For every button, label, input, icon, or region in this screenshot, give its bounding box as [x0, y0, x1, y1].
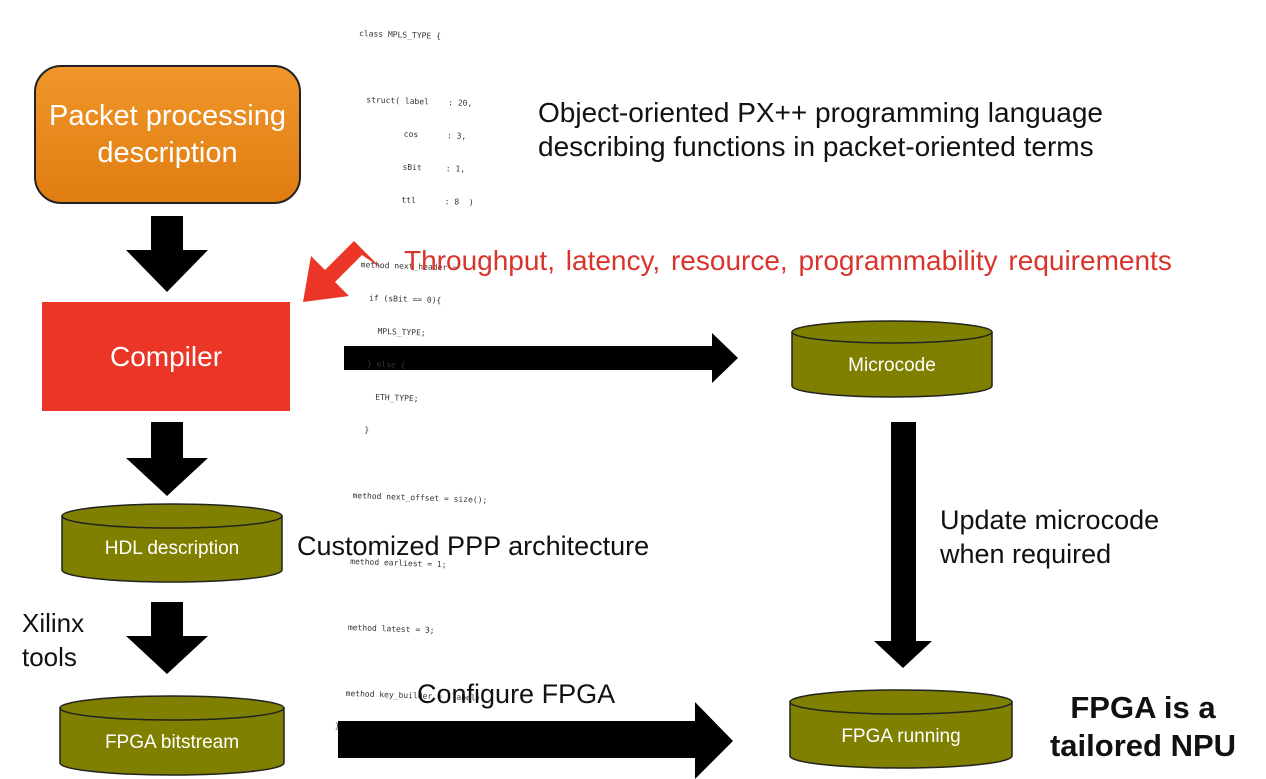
tailored-npu-caption: FPGA is a tailored NPU: [1030, 689, 1256, 765]
code-line: [339, 589, 484, 605]
xilinx-tools-line2: tools: [22, 642, 77, 672]
px-language-caption-line2: describing functions in packet-oriented …: [538, 131, 1094, 162]
hdl-description-cylinder: [61, 503, 283, 583]
compiler-label: Compiler: [109, 341, 223, 372]
requirements-arrow: [303, 241, 381, 302]
code-line: }: [334, 721, 340, 731]
fpga-bitstream-cylinder: [59, 695, 285, 776]
microcode-label: Microcode: [848, 355, 936, 376]
code-line: method next_offset = size();: [342, 490, 488, 505]
code-line: method latest = 3;: [338, 622, 435, 635]
hdl-description-label: HDL description: [104, 538, 240, 559]
code-line: if (sBit == 0){: [349, 292, 442, 306]
arrow-compiler-to-hdl: [126, 422, 208, 496]
code-line: ttl : 8 ): [353, 193, 474, 208]
code-line: [337, 655, 482, 671]
update-microcode-line2: when required: [940, 539, 1112, 569]
packet-processing-label: Packet processing description: [49, 100, 286, 169]
code-line: } else {: [347, 358, 406, 370]
arrow-configure-fpga: [338, 702, 733, 779]
code-line: MPLS_TYPE;: [348, 325, 426, 338]
customized-ppp-caption: Customized PPP architecture: [297, 531, 650, 561]
compiler-box: [42, 302, 290, 411]
fpga-bitstream-label: FPGA bitstream: [104, 732, 240, 753]
arrow-microcode-to-fpga-running: [874, 422, 932, 668]
code-line: [358, 61, 503, 77]
microcode-cylinder: [791, 320, 993, 398]
update-microcode-line1: Update microcode: [940, 505, 1160, 535]
tailored-npu-line1: FPGA is a: [1070, 690, 1216, 725]
px-language-caption: Object-oriented PX++ programming languag…: [538, 96, 1103, 164]
code-line: [352, 226, 497, 242]
fpga-running-label: FPGA running: [841, 726, 961, 747]
code-line: struct( label : 20,: [356, 94, 473, 108]
update-microcode-caption: Update microcode when required: [940, 503, 1159, 571]
code-line: ETH_TYPE;: [346, 391, 419, 404]
requirements-caption: Throughput, latency, resource, programma…: [404, 245, 1172, 276]
code-line: sBit : 1,: [354, 160, 466, 174]
px-code-snippet: class MPLS_TYPE { struct( label : 20, co…: [334, 6, 504, 748]
arrow-packet-to-compiler: [126, 216, 208, 292]
tailored-npu-line2: tailored NPU: [1049, 728, 1237, 763]
arrow-compiler-to-microcode: [344, 333, 738, 383]
px-language-caption-line1: Object-oriented PX++ programming languag…: [538, 97, 1104, 128]
packet-processing-box: [34, 65, 301, 204]
code-line: [344, 457, 489, 473]
xilinx-tools-caption: Xilinx tools: [22, 606, 84, 674]
fpga-running-cylinder: [789, 689, 1013, 769]
configure-fpga-caption: Configure FPGA: [417, 679, 616, 709]
code-line: class MPLS_TYPE {: [358, 28, 442, 41]
arrow-hdl-to-bitstream: [126, 602, 208, 674]
code-line: cos : 3,: [355, 127, 467, 141]
code-line: }: [345, 424, 370, 435]
xilinx-tools-line1: Xilinx: [22, 608, 85, 638]
